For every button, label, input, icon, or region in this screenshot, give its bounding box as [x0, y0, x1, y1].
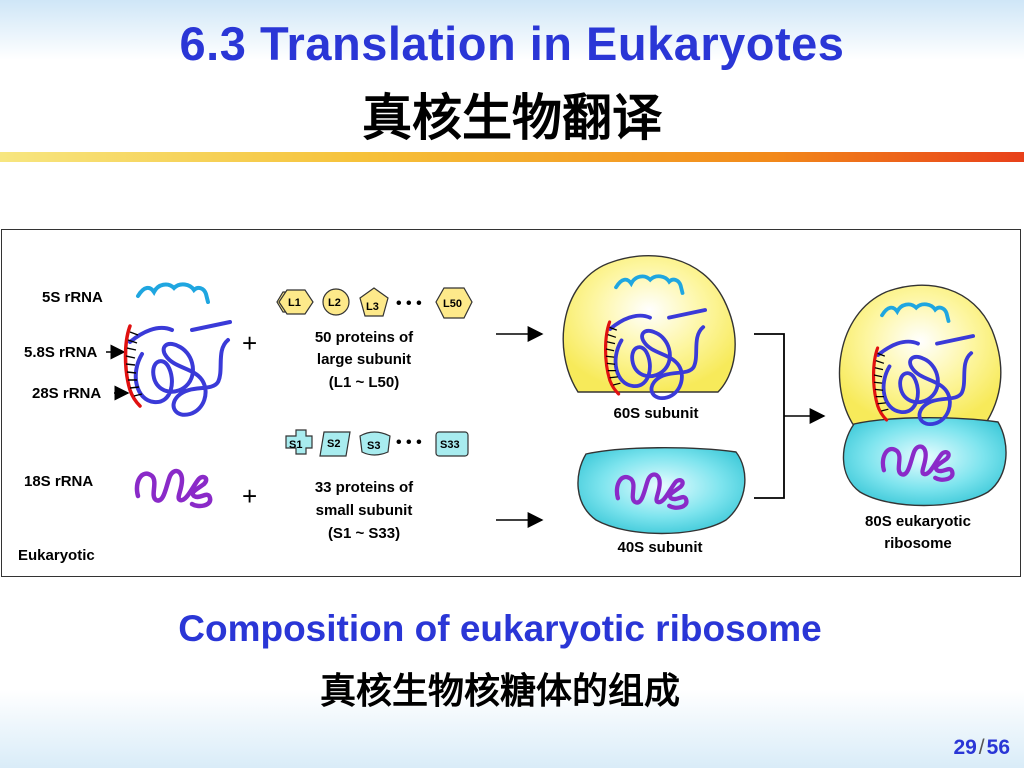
rrna-18s-strand — [137, 471, 210, 506]
label-5s-rrna: 5S rRNA — [42, 289, 103, 306]
small-protein-chips: S1 S2 S3 • • • S33 — [285, 429, 469, 457]
figure-caption-chinese: 真核生物核糖体的组成 — [319, 671, 680, 712]
subunit-60s — [562, 255, 736, 401]
figure-caption: Composition of eukaryotic ribosome — [178, 608, 822, 649]
subunit-40s — [577, 447, 746, 535]
rrna-5s-strand — [136, 282, 210, 304]
ribosome-80s — [838, 284, 1007, 507]
page-indicator: 29/56 — [953, 736, 1010, 760]
chip-label-l2: L2 — [328, 297, 341, 309]
protein-chip-l3 — [359, 287, 389, 317]
protein-chip-l50 — [435, 287, 473, 319]
plus-sign-small: + — [242, 481, 257, 511]
large-proteins-desc-line1: 50 proteins of — [315, 329, 414, 346]
label-28s-rrna: 28S rRNA — [32, 385, 101, 402]
small-proteins-desc-line1: 33 proteins of — [315, 479, 414, 496]
rrna-28s-strand — [128, 320, 232, 417]
page-total: 56 — [986, 736, 1010, 759]
protein-chip-l2 — [322, 288, 350, 316]
large-protein-chips: L1 L2 L3 • • • L50 — [276, 287, 473, 319]
ribosome-composition-diagram: 5S rRNA 5.8S rRNA 28S rRNA 18S rRNA Euka… — [1, 229, 1021, 577]
page-current: 29 — [953, 736, 977, 759]
small-proteins-desc-line3: (S1 ~ S33) — [328, 525, 400, 542]
large-proteins-desc-line2: large subunit — [317, 351, 411, 368]
large-chips-ellipsis: • • • — [396, 295, 422, 312]
protein-chip-s1 — [285, 429, 313, 455]
plus-sign-large: + — [242, 328, 257, 358]
slide-title-chinese: 真核生物翻译 — [362, 89, 662, 147]
page-separator: / — [978, 736, 985, 759]
label-5-8s-rrna: 5.8S rRNA — [24, 344, 98, 361]
label-eukaryotic: Eukaryotic — [18, 547, 95, 564]
chip-label-l3: L3 — [366, 301, 379, 313]
chip-label-l50: L50 — [443, 298, 462, 310]
chip-label-s2: S2 — [327, 438, 340, 450]
slide-title: 6.3 Translation in Eukaryotes — [179, 17, 845, 70]
label-40s-subunit: 40S subunit — [617, 539, 702, 556]
chip-label-s3: S3 — [367, 440, 380, 452]
chip-label-s1: S1 — [289, 439, 302, 451]
title-underline-bar — [0, 152, 1024, 162]
protein-chip-s33 — [435, 431, 469, 457]
protein-chip-s3 — [359, 431, 391, 456]
protein-chip-l1 — [278, 289, 314, 315]
small-chips-ellipsis: • • • — [396, 434, 422, 451]
small-proteins-desc-line2: small subunit — [316, 502, 413, 519]
label-80s-line2: ribosome — [884, 535, 952, 552]
large-proteins-desc-line3: (L1 ~ L50) — [329, 374, 399, 391]
chip-label-l1: L1 — [288, 297, 301, 309]
join-bracket — [754, 333, 785, 499]
label-80s-line1: 80S eukaryotic — [865, 513, 971, 530]
protein-chip-s2 — [319, 431, 351, 457]
label-60s-subunit: 60S subunit — [613, 405, 698, 422]
label-18s-rrna: 18S rRNA — [24, 473, 93, 490]
chip-label-s33: S33 — [440, 439, 460, 451]
